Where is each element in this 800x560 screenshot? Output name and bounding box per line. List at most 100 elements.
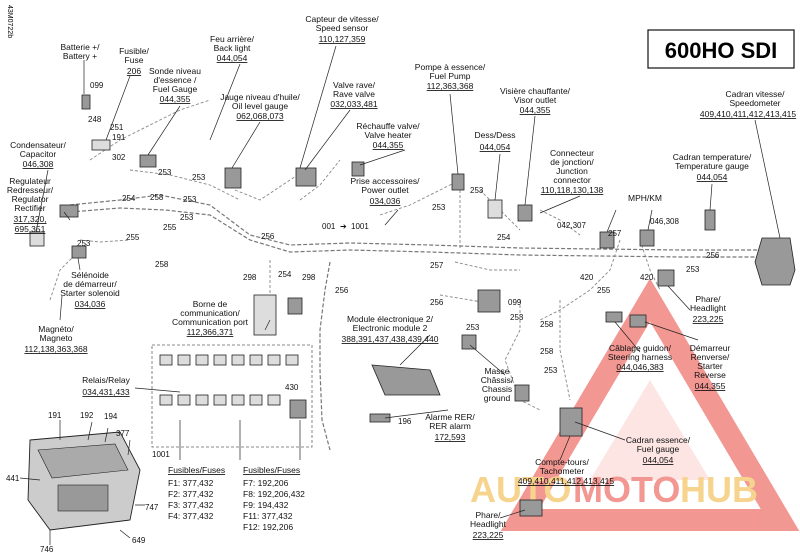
capacitor-label: Condensateur/Capacitor <box>10 140 66 159</box>
ref-001: 001 <box>322 222 336 231</box>
fuse-cell <box>267 394 281 406</box>
dess-label: Dess/Dess <box>474 130 515 140</box>
ref-255: 255 <box>163 223 177 232</box>
starter-solenoid-part-numbers: 034,036 <box>75 299 106 309</box>
fuse-f11: F11: 377,432 <box>243 511 293 521</box>
arrow-icon: ➔ <box>340 222 347 231</box>
ref-253: 253 <box>466 323 480 332</box>
fuel-gauge-sender-part-numbers: 044,355 <box>160 94 191 104</box>
relay <box>289 399 307 419</box>
ref-248: 248 <box>88 115 102 124</box>
ref-258: 258 <box>150 193 164 202</box>
fuel-pump <box>451 173 465 191</box>
ref-253: 253 <box>180 213 194 222</box>
ref-441: 441 <box>6 474 20 483</box>
battery-label: Batterie +/Battery + <box>61 42 101 61</box>
starter-reverse <box>629 314 647 328</box>
steering-harness-label: Câblage guidon/Steering harness <box>608 343 672 362</box>
fuse-part-numbers: 206 <box>127 66 141 76</box>
tachometer <box>559 407 583 437</box>
dess-connector <box>487 199 503 219</box>
chassis-ground-connector <box>461 334 477 350</box>
fuse-cell <box>159 354 173 366</box>
starter-solenoid <box>71 245 87 259</box>
fuse-cell <box>249 394 263 406</box>
oil-level-gauge-label: Jauge niveau d'huile/Oil level gauge <box>220 92 300 111</box>
oil-level-gauge-part-numbers: 062,068,073 <box>236 111 284 121</box>
fuse-cell <box>213 354 227 366</box>
fuse-cell <box>231 394 245 406</box>
model-title: 600HO SDI <box>665 38 778 63</box>
fuse-cell <box>177 394 191 406</box>
power-outlet-part-numbers: 034,036 <box>370 196 401 206</box>
ref-253: 253 <box>77 239 91 248</box>
fuse-cell <box>231 354 245 366</box>
ref-253: 253 <box>192 173 206 182</box>
capacitor-part-numbers: 046,308 <box>23 159 54 169</box>
fuses-left-title: Fusibles/Fuses <box>168 465 225 475</box>
watermark: AUTO MOTO HUB <box>470 278 800 531</box>
ref-302: 302 <box>112 153 126 162</box>
speedometer-label: Cadran vitesse/Speedometer <box>725 89 785 108</box>
ref-253: 253 <box>432 203 446 212</box>
ref-254: 254 <box>278 270 292 279</box>
fuses-right-title: Fusibles/Fuses <box>243 465 300 475</box>
regulator-part-numbers-2: 695,351 <box>15 224 46 234</box>
back-light-label: Feu arrière/Back light <box>210 34 255 53</box>
back-light-part-numbers: 044,054 <box>217 53 248 63</box>
fuse-label: Fusible/Fuse <box>119 46 149 65</box>
fuse-cell <box>213 394 227 406</box>
visor-outlet-part-numbers: 044,355 <box>520 105 551 115</box>
headlight-upper <box>657 269 675 287</box>
tachometer-part-numbers: 409,410,411,412,413,415 <box>518 476 615 486</box>
headlight-lower <box>519 499 543 517</box>
fuse-block-lid <box>37 443 129 479</box>
fuse-holder <box>91 139 111 151</box>
visor-outlet <box>517 204 533 222</box>
fuel-pump-part-numbers: 112,363,368 <box>427 81 474 91</box>
components <box>29 94 796 517</box>
ref-747: 747 <box>145 503 159 512</box>
fuse-cell <box>285 354 299 366</box>
ref-253: 253 <box>183 195 197 204</box>
speed-sensor-part-numbers: 110,127,359 <box>319 34 366 44</box>
ref-420: 420 <box>640 273 654 282</box>
ref-377: 377 <box>116 429 130 438</box>
fuse-block-slots <box>57 484 109 512</box>
ref-257: 257 <box>430 261 444 270</box>
capacitor <box>29 231 45 247</box>
model-title-box <box>647 29 795 69</box>
ref-192: 192 <box>80 411 94 420</box>
reference-numbers: 099 248 251 191 302 253 253 258 253 253 … <box>6 81 720 554</box>
watermark-triangle <box>500 278 800 531</box>
headlight-lower-label: Phare/Headlight <box>470 510 507 529</box>
magneto-label: Magnéto/Magneto <box>38 324 74 343</box>
ref-298: 298 <box>243 273 257 282</box>
fuel-gauge-sender <box>139 154 157 168</box>
labels: Batterie +/Battery + Fusible/Fuse 206 So… <box>7 14 797 540</box>
rave-valve-part-numbers: 032,033,481 <box>330 99 378 109</box>
fuel-gauge-part-numbers: 044,054 <box>643 455 674 465</box>
fuse-cell <box>159 394 173 406</box>
fuse-cell <box>249 354 263 366</box>
steering-harness-connector <box>605 311 623 323</box>
ref-256: 256 <box>706 251 720 260</box>
ref-257: 257 <box>608 229 622 238</box>
ref-251: 251 <box>110 123 124 132</box>
fuse-f1: F1: 377,432 <box>168 478 214 488</box>
speedometer <box>754 237 796 286</box>
ref-255: 255 <box>597 286 611 295</box>
valve-heater-label: Réchauffe valve/Valve heater <box>356 121 420 140</box>
relay-label: Relais/Relay <box>82 375 130 385</box>
relay-part-numbers: 034,431,433 <box>82 387 130 397</box>
regulator-part-numbers: 317,320, <box>13 214 46 224</box>
headlight-upper-part-numbers: 223,225 <box>693 314 724 324</box>
fuse-f9: F9: 194,432 <box>243 500 289 510</box>
headlight-lower-part-numbers: 223,225 <box>473 530 504 540</box>
mph-km-label: MPH/KM <box>628 193 662 203</box>
